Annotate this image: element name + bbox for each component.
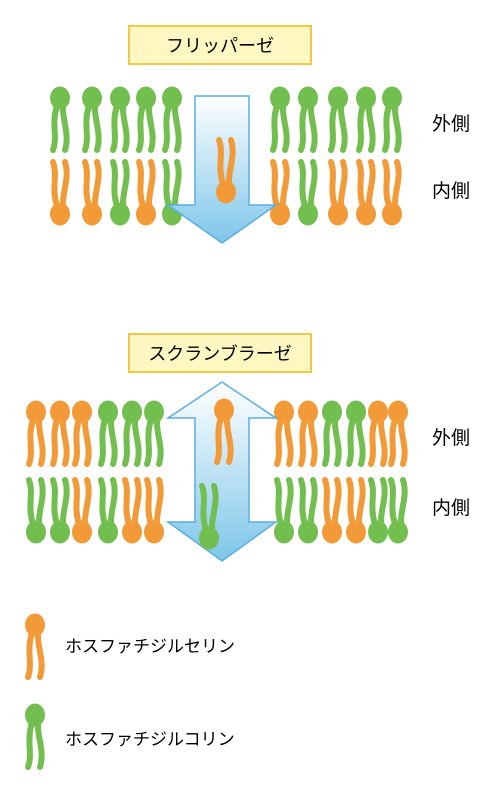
panel-title: スクランブラーゼ: [148, 343, 291, 365]
lipid-outer-choline: [122, 400, 142, 467]
lipid-outer-choline: [322, 400, 342, 467]
outer-side-label: 外側: [432, 113, 470, 135]
lipid-outer-choline: [346, 400, 366, 467]
lipid-outer-serine: [72, 400, 92, 467]
moving-lipids: [216, 137, 236, 204]
lipid-inner-choline: [368, 477, 388, 544]
lipid-inner-serine: [136, 159, 156, 226]
lipid-inner-serine: [328, 159, 348, 226]
legend-label-serine: ホスファチジルセリン: [65, 637, 235, 657]
lipid-outer-choline: [136, 86, 156, 153]
lipid-outer-serine: [50, 400, 70, 467]
legend-label-choline: ホスファチジルコリン: [65, 730, 235, 750]
lipid-inner-serine: [382, 159, 402, 226]
lipid-outer-choline: [98, 400, 118, 467]
lipid-outer-serine: [274, 400, 294, 467]
moving-lipids: [199, 398, 234, 550]
lipid-inner-choline: [388, 477, 408, 544]
moving-lipid-choline: [199, 483, 219, 550]
lipid-outer-serine: [388, 400, 408, 467]
outer-side-label: 外側: [432, 427, 470, 449]
lipid-inner-serine: [322, 477, 342, 544]
bilayer: [50, 86, 402, 226]
lipid-inner-choline: [162, 159, 182, 226]
lipid-inner-serine: [122, 477, 142, 544]
lipid-inner-choline: [110, 159, 130, 226]
bidirectional-arrow-icon: [165, 381, 279, 562]
legend-icon-serine: [25, 613, 45, 680]
lipid-inner-serine: [50, 159, 70, 226]
moving-lipid-serine: [214, 398, 234, 465]
legend-icons: [25, 613, 45, 770]
panel-scramblase: スクランブラーゼ 外側 内側: [26, 333, 470, 562]
inner-side-label: 内側: [432, 497, 470, 519]
panel-flippase: フリッパーゼ 外側 内側: [50, 25, 470, 244]
legend: ホスファチジルセリン ホスファチジルコリン: [25, 613, 235, 770]
lipid-outer-choline: [144, 400, 164, 467]
panel-title: フリッパーゼ: [166, 36, 274, 57]
lipid-outer-choline: [356, 86, 376, 153]
lipid-inner-choline: [50, 477, 70, 544]
inner-side-label: 内側: [432, 180, 470, 202]
lipid-outer-choline: [270, 86, 290, 153]
lipid-inner-choline: [274, 477, 294, 544]
lipid-inner-serine: [356, 159, 376, 226]
lipid-outer-choline: [162, 86, 182, 153]
lipid-inner-choline: [298, 477, 318, 544]
bilayer: [26, 400, 408, 544]
lipid-outer-choline: [382, 86, 402, 153]
lipid-inner-serine: [82, 159, 102, 226]
title-box: [128, 333, 312, 373]
lipid-outer-serine: [368, 400, 388, 467]
legend-icon-choline: [25, 703, 45, 770]
lipid-inner-choline: [26, 477, 46, 544]
lipid-inner-choline: [298, 159, 318, 226]
title-box: [128, 25, 312, 65]
lipid-inner-serine: [346, 477, 366, 544]
lipid-outer-choline: [298, 86, 318, 153]
lipid-outer-serine: [26, 400, 46, 467]
lipid-outer-serine: [298, 400, 318, 467]
lipid-inner-serine: [72, 477, 92, 544]
lipid-outer-choline: [82, 86, 102, 153]
lipid-outer-choline: [50, 86, 70, 153]
lipid-outer-choline: [328, 86, 348, 153]
lipid-inner-serine: [270, 159, 290, 226]
lipid-outer-choline: [110, 86, 130, 153]
lipid-inner-serine: [144, 477, 164, 544]
lipid-inner-choline: [98, 477, 118, 544]
moving-lipid-serine: [216, 137, 236, 204]
